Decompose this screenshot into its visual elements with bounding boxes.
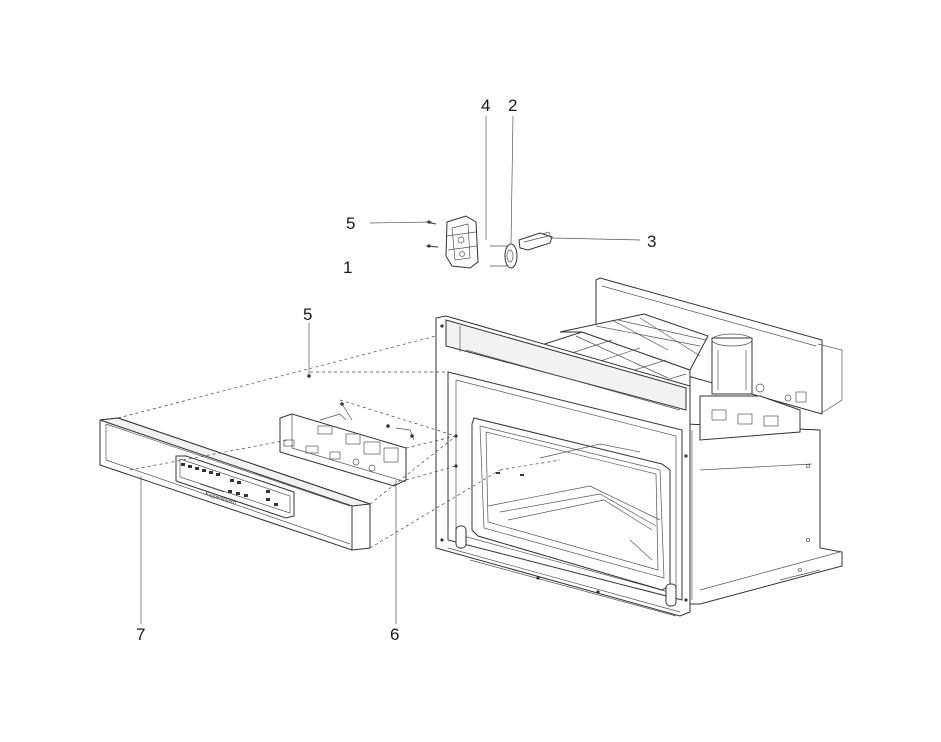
callout-1: 1 xyxy=(343,258,353,277)
callout-6: 6 xyxy=(390,625,400,644)
oven-body xyxy=(435,277,843,617)
callout-3: 3 xyxy=(647,232,657,251)
thermostat-bracket-assembly xyxy=(369,115,641,269)
callout-2: 2 xyxy=(508,96,518,115)
callout-5-left: 5 xyxy=(303,305,313,324)
panel-buttons xyxy=(181,463,278,506)
callout-4: 4 xyxy=(481,96,491,115)
control-board xyxy=(279,402,415,487)
control-panel-fascia xyxy=(99,417,371,551)
callout-5-top: 5 xyxy=(346,214,356,233)
callout-7: 7 xyxy=(136,625,146,644)
callout-leaders xyxy=(140,323,397,624)
assembly-guide-lines xyxy=(117,335,561,549)
